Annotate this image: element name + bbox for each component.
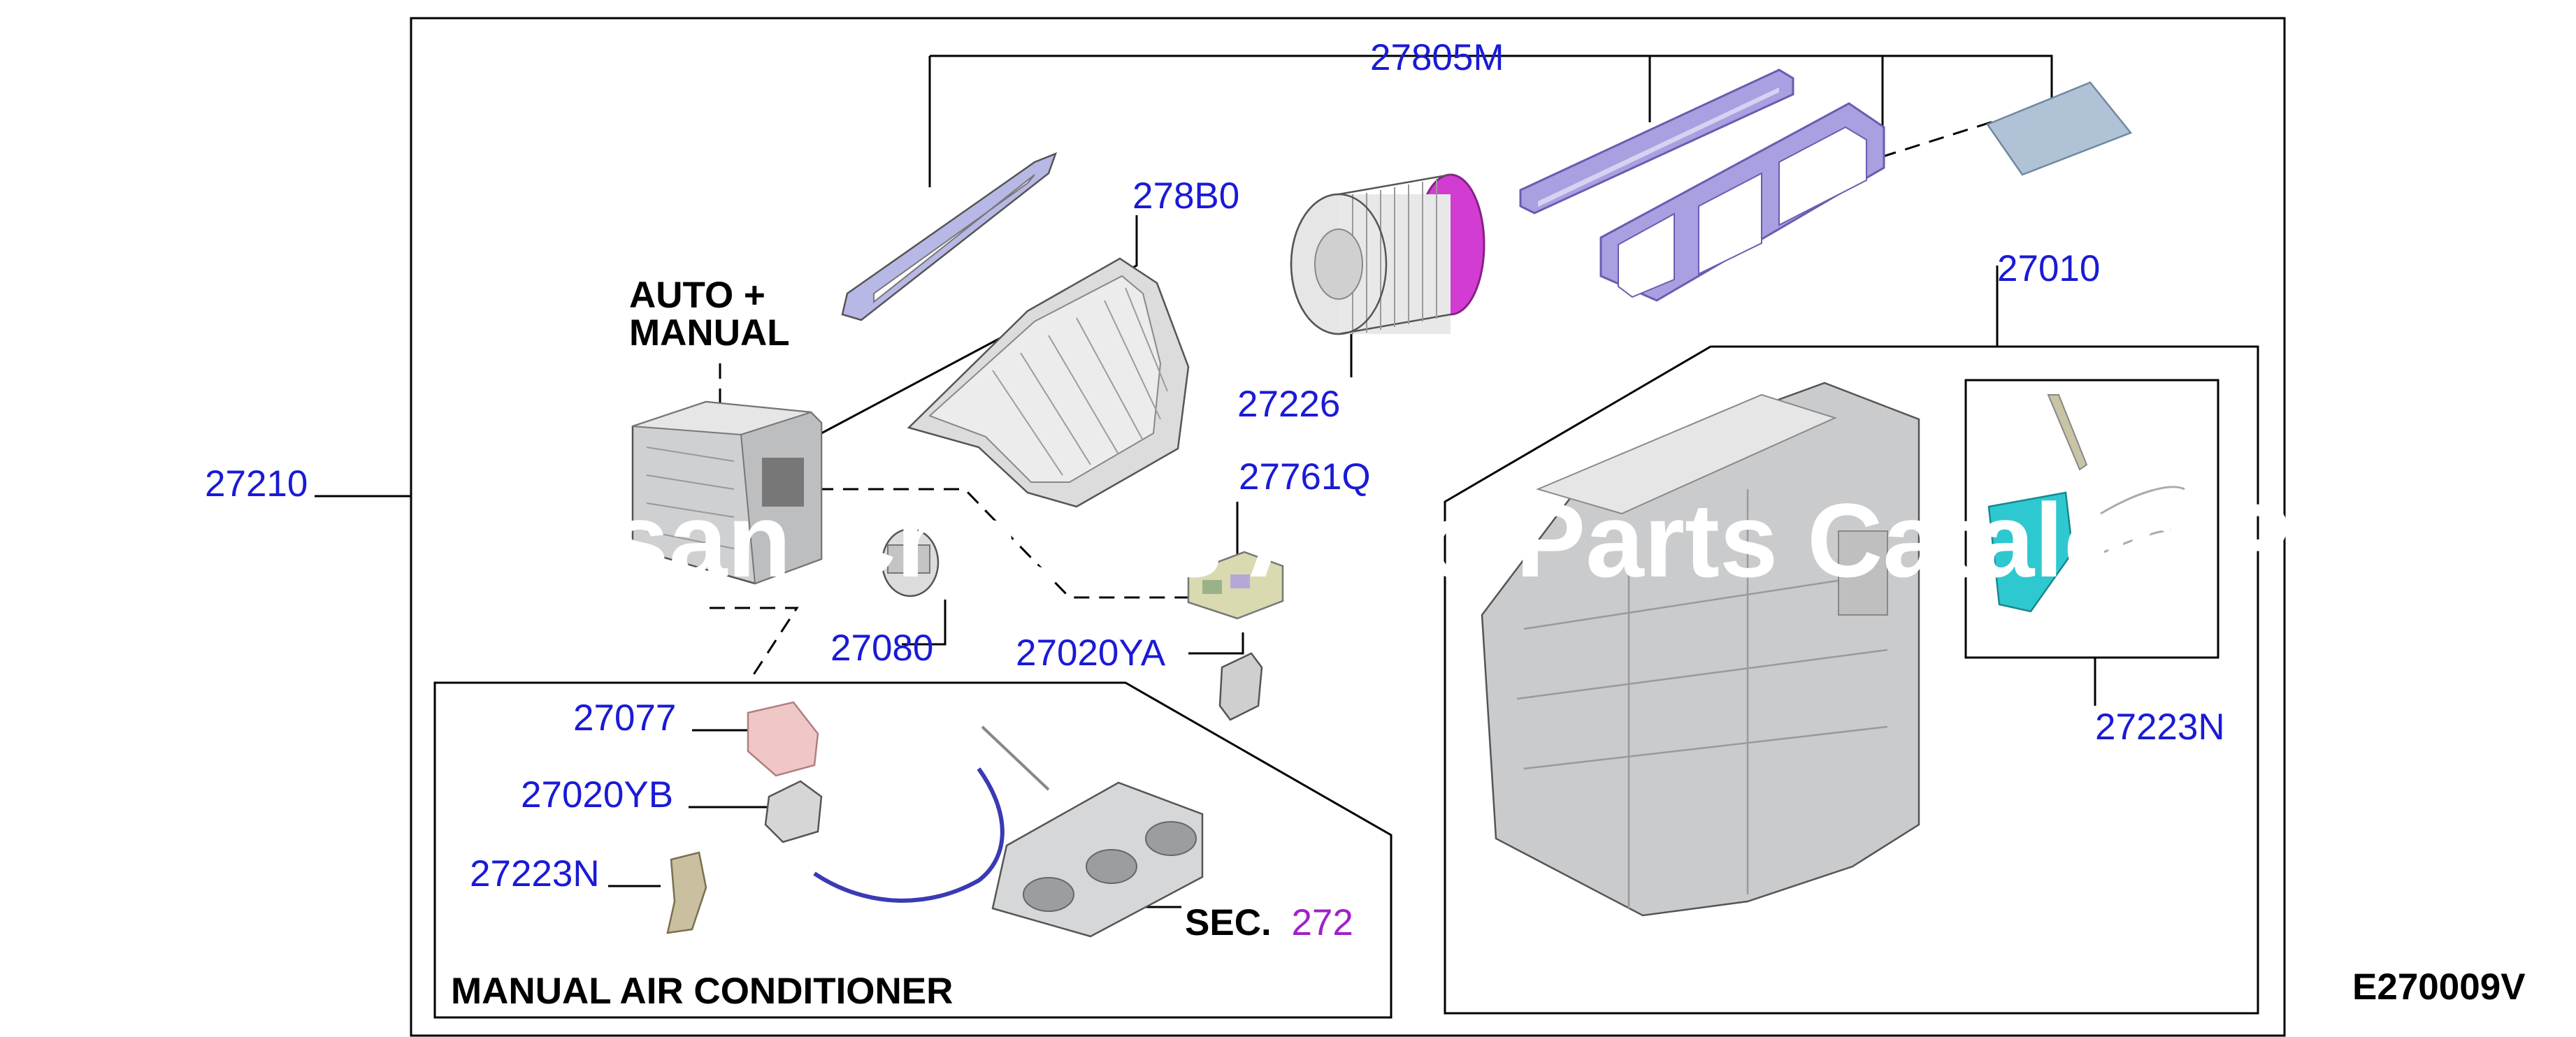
clip-27223N-left-part [666,851,707,934]
section-number: 272 [1291,902,1353,943]
label-27020YB: 27020YB [521,774,673,815]
actuator-27080-part [881,528,940,597]
label-27020YA: 27020YA [1016,632,1166,674]
heater-core-part [1987,394,2185,613]
actuator-27077-part [747,701,819,777]
sensor-27020YA-part [1218,652,1263,721]
section-reference: SEC. 272 [1185,902,1353,943]
label-27226: 27226 [1237,384,1340,425]
leader-lines [315,55,2096,908]
amplifier-27761Q-part [1187,551,1284,620]
label-27010: 27010 [1997,248,2100,289]
heater-core-box [1964,379,2219,659]
note-auto-line1: AUTO + [629,275,765,316]
blower-fan-part [1290,173,1485,335]
sensor-27020YB-part [764,780,823,843]
control-panel-part [813,725,1204,938]
heater-unit-box [1444,345,2259,1015]
label-27223N-left: 27223N [470,853,600,894]
label-278B0: 278B0 [1132,175,1239,217]
label-27210: 27210 [205,463,308,505]
figure-code: E270009V [2352,966,2526,1008]
intake-door-part [907,257,1190,508]
filter-housing-part [1519,68,1885,302]
label-27080: 27080 [830,628,933,669]
watermark: Nissan Chassis Auto Parts Catalog PARTSO… [447,481,2576,599]
label-27805M: 27805M [1370,37,1504,78]
heater-unit-part [1481,382,1920,917]
label-27223N-right: 27223N [2095,706,2225,748]
note-manual-ac: MANUAL AIR CONDITIONER [451,971,953,1012]
outer-frame [410,17,2286,1037]
filter-element-part [1986,81,2133,176]
section-prefix: SEC. [1185,902,1272,943]
note-auto-line2: MANUAL [629,312,790,354]
label-27077: 27077 [573,697,676,739]
intake-unit-part [631,400,823,585]
label-27761Q: 27761Q [1239,456,1371,498]
part-labels: 27805M 278B0 27226 27010 27210 27761Q 27… [205,37,2225,943]
manual-ac-box [433,681,1393,1019]
filter-frame-part [841,152,1058,321]
